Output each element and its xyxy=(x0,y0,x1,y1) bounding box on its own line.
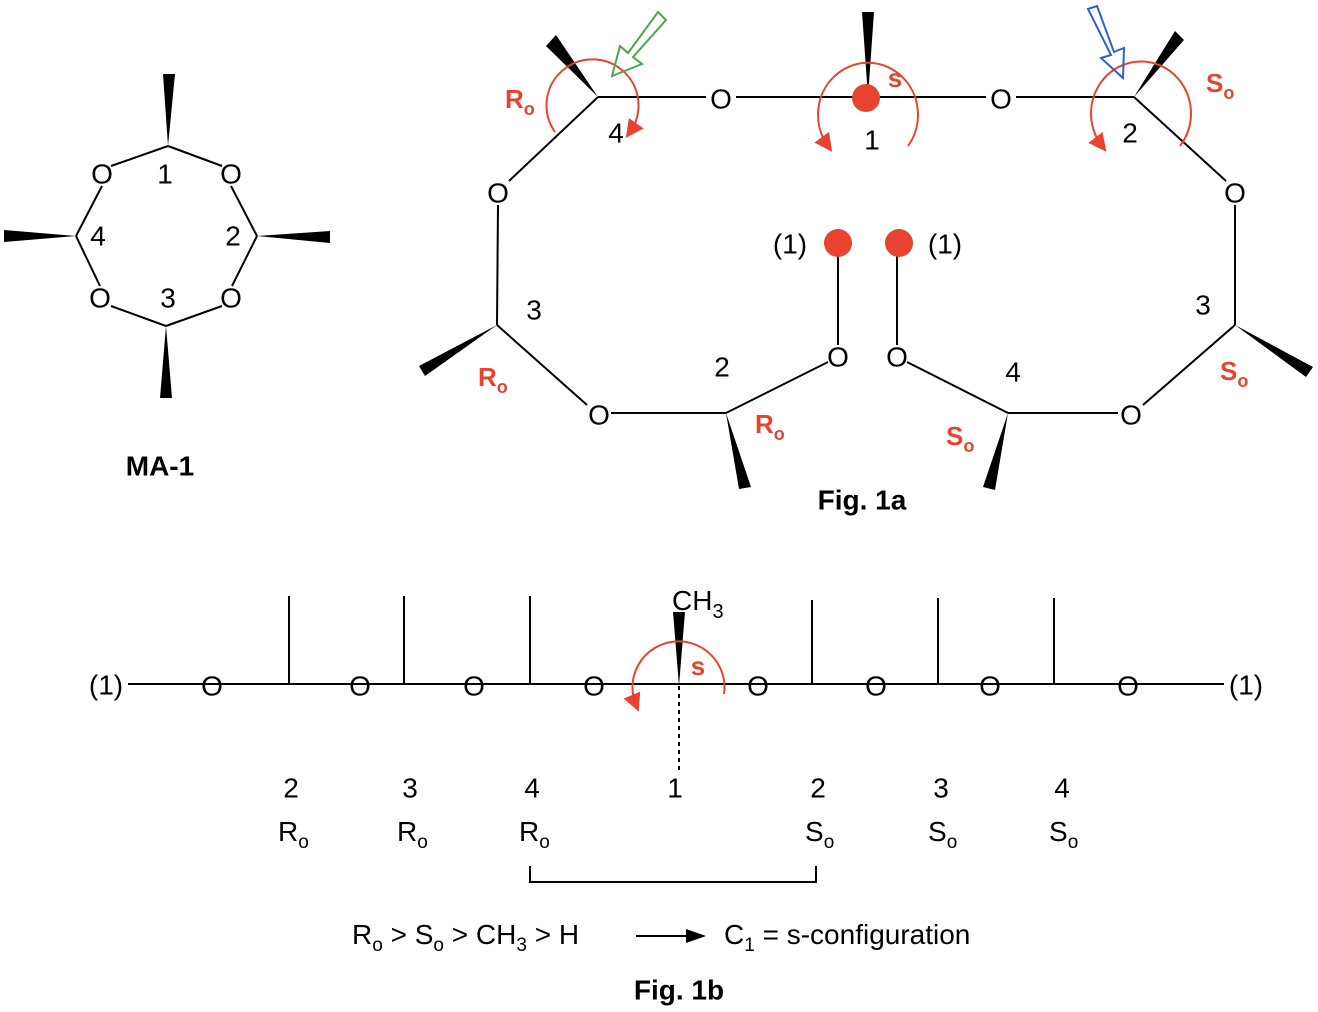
oxygen-atom: O xyxy=(487,178,509,209)
molecule-name: MA-1 xyxy=(126,451,194,482)
position-number: 1 xyxy=(864,125,880,156)
rotation-arrow xyxy=(1088,60,1192,152)
stereo-descriptor: Ro xyxy=(478,362,508,397)
wedge-bond xyxy=(257,231,330,243)
oxygen-atom: O xyxy=(349,671,371,702)
wedge-bond xyxy=(4,230,76,242)
bracket xyxy=(529,866,817,883)
oxygen-atom: O xyxy=(886,342,908,373)
chain-stereo-descriptor: So xyxy=(805,816,834,853)
ring-closure-dot xyxy=(885,229,913,257)
oxygen-atom: O xyxy=(89,283,111,314)
oxygen-atom: O xyxy=(1117,671,1139,702)
chiral-center-dot xyxy=(852,84,880,112)
result-equation: C1 = s-configuration xyxy=(724,919,970,956)
chain-position-number: 1 xyxy=(667,773,683,804)
green-hollow-arrow xyxy=(610,10,668,78)
chain-end-label: (1) xyxy=(1229,670,1263,701)
chain-stereo-descriptor: So xyxy=(1049,816,1078,853)
position-number: 4 xyxy=(90,221,106,252)
position-number: 3 xyxy=(1195,290,1211,321)
oxygen-atom: O xyxy=(91,159,113,190)
stereo-descriptor: Ro xyxy=(505,84,535,119)
chain-stereo-descriptor: So xyxy=(928,816,957,853)
reaction-arrow-head xyxy=(686,929,706,943)
position-number: 4 xyxy=(608,118,624,149)
position-number: 2 xyxy=(1122,118,1138,149)
oxygen-atom: O xyxy=(583,671,605,702)
chain-position-number: 4 xyxy=(1054,773,1070,804)
chain-end-label: (1) xyxy=(89,670,123,701)
wedge-bond xyxy=(862,12,874,97)
oxygen-atom: O xyxy=(747,671,769,702)
figure-caption: Fig. 1a xyxy=(818,485,907,516)
ma1-structure: O O O O 1 2 3 4 MA-1 xyxy=(4,74,330,482)
oxygen-atom: O xyxy=(865,671,887,702)
stereo-descriptor: So xyxy=(1220,356,1248,391)
blue-hollow-arrow xyxy=(1086,4,1126,81)
fig1a-diagram: O O O O O O O O 4 1 2 3 2 4 3 (1) (1) s … xyxy=(419,4,1313,516)
rotation-arrow xyxy=(623,640,726,712)
oxygen-atom: O xyxy=(990,84,1012,115)
wedge-bond xyxy=(160,326,172,398)
chain-position-number: 2 xyxy=(810,773,826,804)
position-number: 3 xyxy=(160,283,176,314)
oxygen-atom: O xyxy=(588,400,610,431)
fig1b-diagram: CH3 (1) (1) O O O O O O O O s 2Ro 3Ro 4Ro 1 2So 3So 4… xyxy=(89,585,1263,1006)
ring-closure-label: (1) xyxy=(773,229,807,260)
position-number: 1 xyxy=(157,159,173,190)
stereo-descriptor: So xyxy=(1206,68,1234,103)
chain-position-number: 2 xyxy=(283,773,299,804)
wedge-bond xyxy=(546,35,598,97)
oxygen-atom: O xyxy=(1224,178,1246,209)
oxygen-atom: O xyxy=(201,671,223,702)
oxygen-atom: O xyxy=(1120,400,1142,431)
rotation-arrow xyxy=(545,58,644,138)
chain-position-number: 4 xyxy=(524,773,540,804)
position-number: 4 xyxy=(1005,357,1021,388)
wedge-bond xyxy=(419,325,497,376)
position-number: 2 xyxy=(225,221,241,252)
chain-stereo-descriptor: Ro xyxy=(397,816,428,853)
position-number: 3 xyxy=(526,295,542,326)
wedge-bond xyxy=(163,74,175,146)
chirality-label: s xyxy=(888,63,902,93)
figure-caption: Fig. 1b xyxy=(634,975,724,1006)
chain-position-number: 3 xyxy=(402,773,418,804)
rotation-arrow xyxy=(814,61,919,152)
ring-closure-label: (1) xyxy=(928,229,962,260)
wedge-bond xyxy=(673,612,685,686)
priority-equation: Ro > So > CH3 > H xyxy=(352,919,579,956)
stereo-descriptor: So xyxy=(946,421,974,456)
wedge-bond xyxy=(726,413,751,489)
oxygen-atom: O xyxy=(710,84,732,115)
oxygen-atom: O xyxy=(979,671,1001,702)
wedge-bond xyxy=(1235,325,1313,377)
wedge-bond xyxy=(983,413,1008,490)
ring-closure-dot xyxy=(824,229,852,257)
oxygen-atom: O xyxy=(827,342,849,373)
chain-position-number: 3 xyxy=(933,773,949,804)
oxygen-atom: O xyxy=(220,159,242,190)
chain-labels: 2Ro 3Ro 4Ro 1 2So 3So 4So xyxy=(278,773,1078,854)
chain-stereo-descriptor: Ro xyxy=(519,816,550,853)
oxygen-atom: O xyxy=(463,671,485,702)
chirality-label: s xyxy=(691,651,705,681)
position-number: 2 xyxy=(714,352,730,383)
chain-stereo-descriptor: Ro xyxy=(278,816,309,853)
oxygen-atom: O xyxy=(220,283,242,314)
methyl-label: CH3 xyxy=(672,585,724,623)
stereo-descriptor: Ro xyxy=(755,409,785,444)
